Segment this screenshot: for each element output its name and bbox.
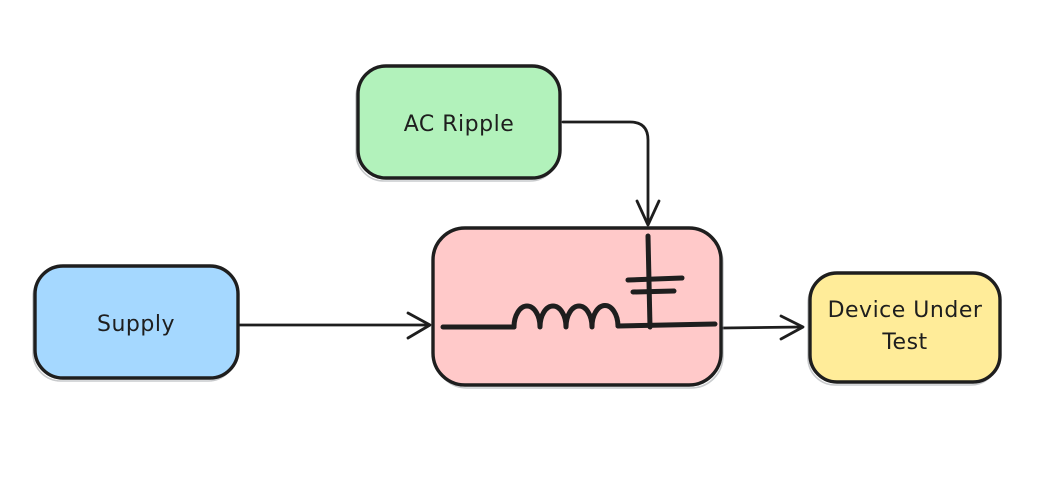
arrow-head	[635, 199, 661, 227]
edge-ripple-to-filter-arrow	[561, 120, 661, 227]
node-dut-label-line1: Device Under	[828, 298, 983, 323]
node-ac-ripple[interactable]: AC Ripple	[355, 64, 562, 182]
node-supply-box[interactable]	[33, 264, 240, 380]
edge-filter-to-dut-arrow	[721, 314, 805, 341]
arrow-head	[406, 311, 432, 340]
node-ac-ripple-box[interactable]	[356, 64, 562, 180]
node-ac-ripple-label: AC Ripple	[404, 112, 515, 137]
capacitor-plate-bottom	[630, 288, 677, 295]
node-dut-box[interactable]	[808, 271, 1002, 384]
arrow-shaft	[561, 120, 650, 224]
arrow-head	[779, 314, 805, 341]
node-dut-label-line2: Test	[881, 330, 927, 355]
node-supply[interactable]: Supply	[32, 264, 240, 382]
node-supply-label: Supply	[97, 312, 175, 337]
node-dut[interactable]: Device Under Test	[807, 271, 1002, 386]
inductor-symbol	[511, 303, 621, 330]
edge-supply-to-filter-arrow	[238, 311, 432, 340]
wire-right	[615, 321, 718, 329]
node-lc-filter[interactable]	[431, 226, 724, 389]
capacitor-plate-top	[625, 275, 685, 283]
arrow-shaft	[721, 325, 803, 330]
capacitor-symbol	[625, 233, 685, 330]
